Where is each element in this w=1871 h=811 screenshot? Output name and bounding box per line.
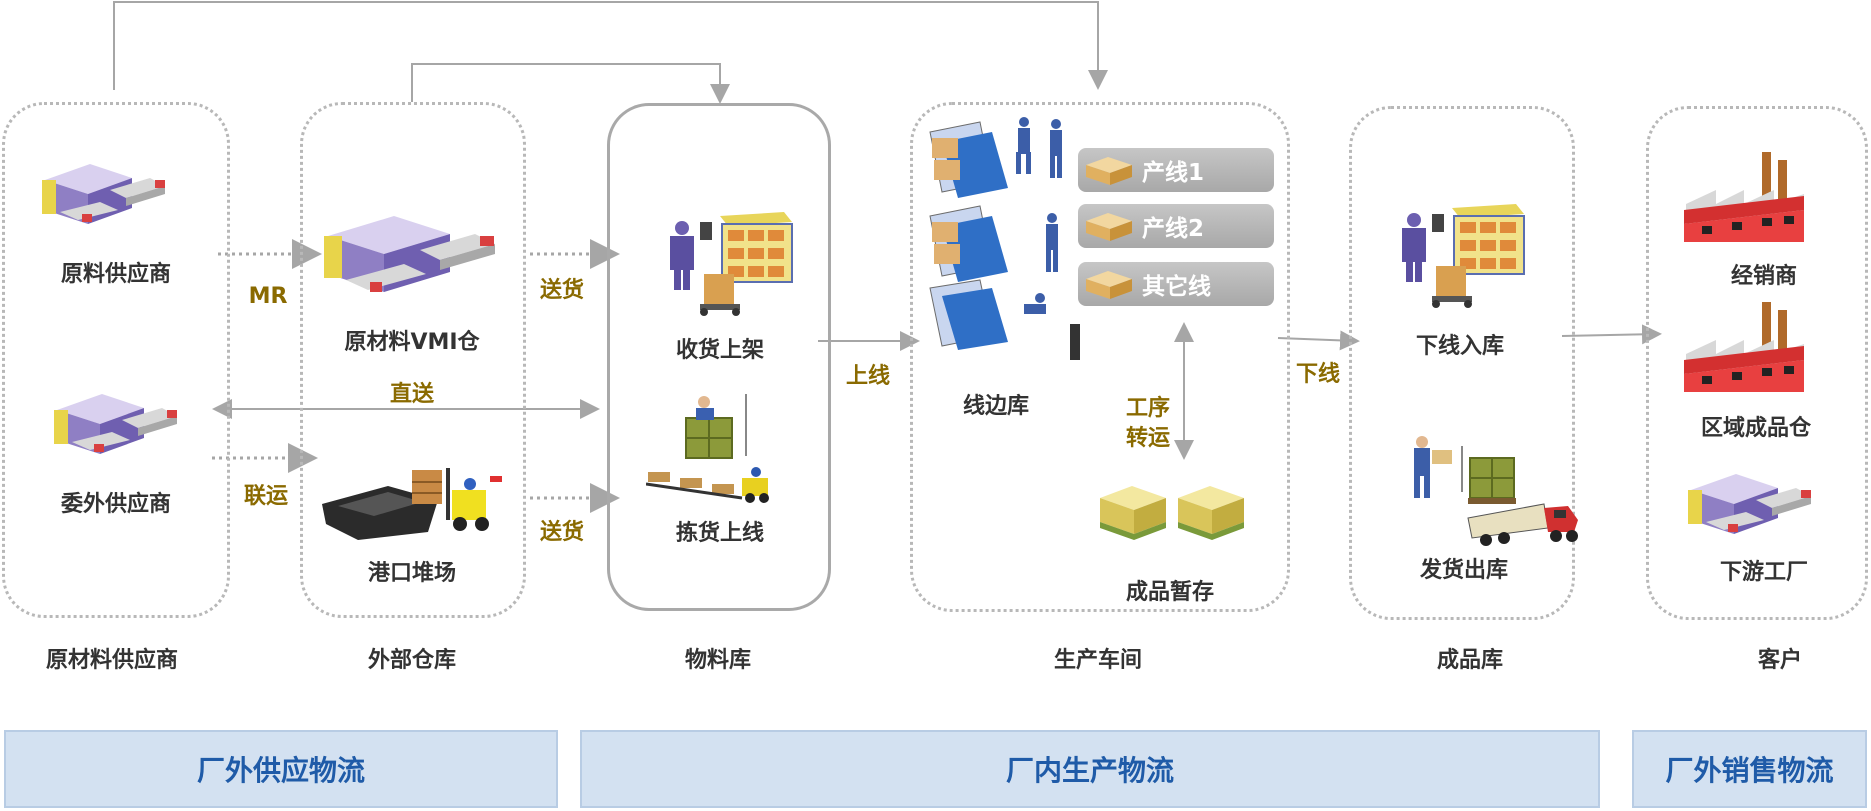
box-icon [1086,271,1132,299]
node-downstream-factory: 下游工厂 [1719,560,1808,585]
flow-label-online: 上线 [845,364,890,389]
box-icon [1086,213,1132,241]
column-box-raw-supplier [2,102,230,618]
column-box-external-warehouse [300,102,526,618]
line-tag-other: 其它线 [1078,262,1274,306]
node-ship-out: 发货出库 [1419,558,1508,583]
ship-forklift-icon [322,468,502,540]
node-finished-temp: 成品暂存 [1125,580,1214,605]
factory-icon [1684,302,1804,392]
shelf-worker-icon [670,212,793,316]
line-tag-label: 其它线 [1142,274,1211,300]
node-pick-online: 拣货上线 [675,521,764,546]
column-title-customer: 客户 [1757,648,1802,673]
line-tag-2: 产线2 [1078,204,1274,248]
flow-label-process-transfer-1: 工序 [1125,396,1170,421]
flow-label-mr: MR [248,284,288,309]
truck-icon [1414,436,1578,546]
conveyor-machine-icon [324,216,495,292]
connector-supplier-to-workshop [113,1,1108,90]
node-vmi-warehouse: 原材料VMI仓 [344,330,480,355]
factory-icon [1684,152,1804,242]
line-tag-label: 产线2 [1142,216,1205,242]
column-title-external-warehouse: 外部仓库 [367,648,456,673]
column-title-finished-store: 成品库 [1436,648,1503,673]
column-title-workshop: 生产车间 [1053,648,1142,673]
column-title-material-store: 物料库 [684,648,751,673]
connector-to-customer [1561,324,1662,345]
line-tag-1: 产线1 [1078,148,1274,192]
connector-offline [1277,330,1360,351]
band-outside-supply: 厂外供应物流 [4,730,558,808]
conveyor-machine-icon [1688,474,1811,534]
pallet-boxes-icon [646,394,769,503]
column-title-raw-supplier: 原材料供应商 [45,648,178,673]
connector-vmi-to-store [411,63,730,104]
flow-label-deliver-top: 送货 [539,278,584,303]
column-box-finished-store [1349,106,1575,620]
column-box-workshop [910,102,1290,612]
band-inside-production: 厂内生产物流 [580,730,1600,808]
node-raw-material-supplier: 原料供应商 [60,262,171,287]
flow-label-deliver-bottom: 送货 [539,520,584,545]
flow-label-joint: 联运 [243,484,288,509]
rack-workers-icon [929,117,1080,360]
conveyor-machine-icon [42,164,165,224]
band-outside-sales: 厂外销售物流 [1632,730,1867,808]
box-icon [1086,157,1132,185]
flow-label-direct: 直送 [389,382,434,407]
column-box-customer [1646,106,1868,620]
node-outsource-supplier: 委外供应商 [60,492,171,517]
node-line-side-store: 线边库 [962,394,1029,419]
flow-label-offline: 下线 [1295,362,1340,387]
flow-label-process-transfer-2: 转运 [1125,426,1170,451]
node-receive-shelve: 收货上架 [675,338,764,363]
node-port-yard: 港口堆场 [367,561,456,586]
pallet-boxes-icon [1100,486,1244,540]
conveyor-machine-icon [54,394,177,454]
node-offline-inbound: 下线入库 [1415,334,1504,359]
line-tag-label: 产线1 [1142,160,1205,186]
column-box-material-store [607,103,831,611]
node-regional-warehouse: 区域成品仓 [1700,416,1811,441]
node-distributor: 经销商 [1730,264,1797,289]
shelf-worker-icon [1402,204,1525,308]
